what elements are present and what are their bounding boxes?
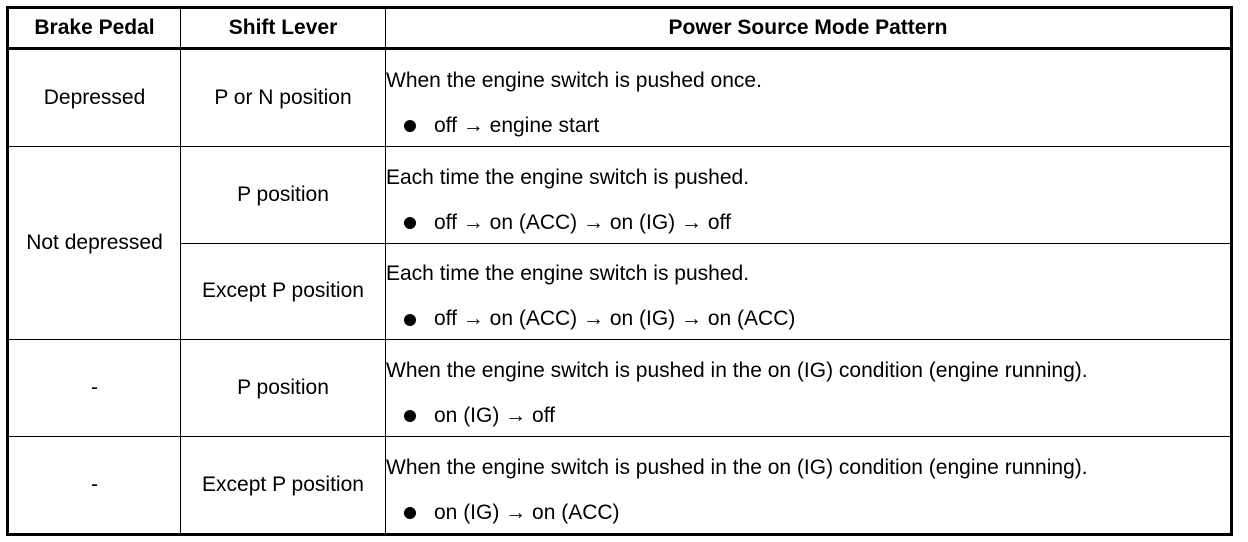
bullet-icon <box>404 120 416 133</box>
pattern-sequence-text: off → engine start <box>434 113 600 137</box>
power-source-mode-table: Brake Pedal Shift Lever Power Source Mod… <box>6 6 1233 536</box>
pattern-sequence-text: off → on (ACC) → on (IG) → on (ACC) <box>434 307 796 331</box>
shift-lever-cell: P or N position <box>180 48 386 147</box>
shift-lever-cell: Except P position <box>180 436 386 535</box>
shift-lever-cell: P position <box>180 339 386 438</box>
header-brake-pedal: Brake Pedal <box>7 7 181 50</box>
pattern-sequence-text: on (IG) → on (ACC) <box>434 501 620 525</box>
table-row: Depressed P or N position When the engin… <box>7 48 1232 147</box>
brake-pedal-text: - <box>91 376 98 400</box>
table-row: - Except P position When the engine swit… <box>7 436 1232 535</box>
pattern-title: When the engine switch is pushed in the … <box>386 455 1088 479</box>
pattern-title: When the engine switch is pushed in the … <box>386 359 1088 383</box>
table-row: Except P position Each time the engine s… <box>8 242 1232 341</box>
brake-pedal-text: Depressed <box>43 85 146 109</box>
shift-lever-text: Except P position <box>202 279 364 303</box>
brake-pedal-cell: Not depressed <box>7 145 181 341</box>
brake-pedal-text: - <box>91 472 98 496</box>
shift-lever-text: P or N position <box>214 85 352 109</box>
pattern-sequence-item: off → engine start <box>404 114 1230 138</box>
pattern-sequence-item: on (IG) → off <box>404 404 1230 428</box>
pattern-sequence-item: off → on (ACC) → on (IG) → off <box>404 211 1230 235</box>
pattern-cell: When the engine switch is pushed in the … <box>385 436 1232 535</box>
pattern-title: Each time the engine switch is pushed. <box>386 165 750 189</box>
brake-pedal-cell: - <box>7 339 181 438</box>
pattern-sequence-item: on (IG) → on (ACC) <box>404 501 1230 525</box>
bullet-icon <box>404 507 416 520</box>
table-row: Not depressed P position Each time the e… <box>7 145 1232 341</box>
header-shift-lever: Shift Lever <box>180 7 386 50</box>
bullet-icon <box>404 410 416 423</box>
brake-pedal-text: Not depressed <box>26 231 163 255</box>
shift-lever-cell: P position <box>180 145 386 244</box>
brake-pedal-cell: - <box>7 436 181 535</box>
pattern-cell: Each time the engine switch is pushed. o… <box>385 242 1232 341</box>
shift-lever-text: P position <box>237 182 329 206</box>
shift-lever-text: Except P position <box>202 472 364 496</box>
table-row: - P position When the engine switch is p… <box>7 339 1232 438</box>
pattern-sequence-text: off → on (ACC) → on (IG) → off <box>434 210 731 234</box>
header-row: Brake Pedal Shift Lever Power Source Mod… <box>7 7 1232 50</box>
shift-lever-text: P position <box>237 376 329 400</box>
pattern-title: When the engine switch is pushed once. <box>386 68 762 92</box>
header-power-source-mode-pattern: Power Source Mode Pattern <box>385 7 1232 50</box>
shift-lever-cell: Except P position <box>180 242 386 341</box>
bullet-icon <box>404 216 416 229</box>
pattern-sequence-item: off → on (ACC) → on (IG) → on (ACC) <box>404 307 1230 331</box>
pattern-sequence-text: on (IG) → off <box>434 404 555 428</box>
pattern-cell: When the engine switch is pushed in the … <box>385 339 1232 438</box>
bullet-icon <box>404 313 416 326</box>
brake-pedal-cell: Depressed <box>7 48 181 147</box>
pattern-title: Each time the engine switch is pushed. <box>386 262 750 286</box>
pattern-cell: When the engine switch is pushed once. o… <box>385 48 1232 147</box>
pattern-cell: Each time the engine switch is pushed. o… <box>385 145 1232 244</box>
